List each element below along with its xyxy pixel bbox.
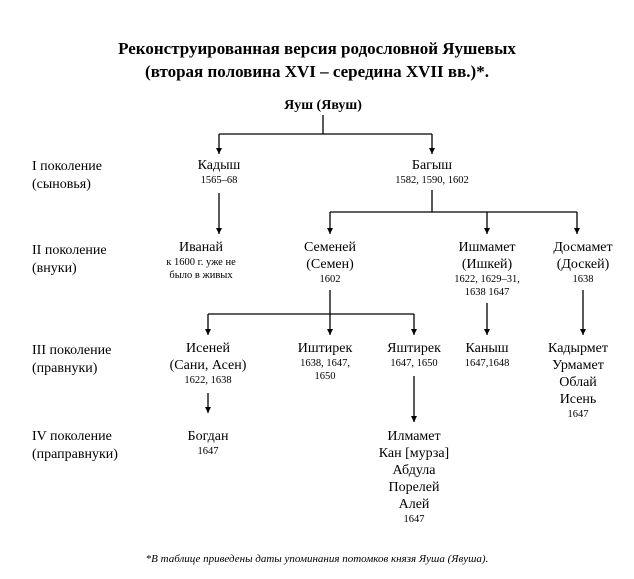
chart-title-line2: (вторая половина XVI – середина XVII вв.… — [145, 62, 489, 81]
node-dates: 1622, 1629–31, — [454, 274, 520, 285]
node-name: Кан [мурза] — [378, 446, 450, 461]
generation-label-3: III поколение (правнуки) — [32, 342, 111, 378]
node-name: Каныш — [465, 341, 509, 356]
node-dates: 1647,1648 — [464, 358, 510, 369]
generation-title: III поколение — [32, 343, 112, 358]
generation-subtitle: (внуки) — [32, 261, 77, 276]
node-note: было в живых — [169, 270, 233, 281]
node-bagysh: Багыш 1582, 1590, 1602 — [395, 157, 469, 187]
node-name: Абдула — [392, 463, 436, 478]
node-name: Исеней — [186, 341, 230, 356]
generation-subtitle: (сыновья) — [32, 177, 91, 192]
node-name: Илмамет — [387, 429, 441, 444]
generation-subtitle: (правнуки) — [32, 361, 98, 376]
node-name: Урмамет — [552, 358, 604, 373]
node-dates: 1638, 1647, — [300, 358, 350, 369]
node-dates: 1647 — [197, 446, 219, 457]
node-name: Багыш — [411, 158, 453, 173]
node-dates: 1638 — [572, 274, 594, 285]
node-kanysh: Каныш 1647,1648 — [465, 340, 510, 370]
node-dates: 1565–68 — [200, 175, 238, 186]
node-name: Иштирек — [297, 341, 353, 356]
node-dates: 1638 1647 — [464, 287, 510, 298]
node-name: Алей — [398, 497, 430, 512]
node-name: Исень — [559, 392, 597, 407]
generation-title: IV поколение — [32, 429, 112, 444]
node-name: Кадыш — [197, 158, 241, 173]
chart-title-line1: Реконструированная версия родословной Яу… — [118, 39, 516, 58]
node-iseney: Исеней (Сани, Асен) 1622, 1638 — [170, 340, 247, 387]
generation-label-2: II поколение (внуки) — [32, 242, 107, 278]
node-ivanay: Иванай к 1600 г. уже не было в живых — [166, 239, 236, 282]
node-dates: 1647 — [567, 409, 589, 420]
generation-label-1: I поколение (сыновья) — [32, 158, 102, 194]
node-kadyrmet-group: Кадырмет Урмамет Облай Исень 1647 — [548, 340, 608, 421]
node-dosmamet: Досмамет (Доскей) 1638 — [553, 239, 612, 286]
node-name: Ишмамет — [458, 240, 516, 255]
node-name: Яуш (Явуш) — [284, 98, 362, 113]
generation-title: I поколение — [32, 159, 102, 174]
footnote: *В таблице приведены даты упоминания пот… — [145, 553, 489, 565]
node-dates: 1647 — [403, 514, 425, 525]
node-name: Кадырмет — [548, 341, 608, 356]
generation-title: II поколение — [32, 243, 107, 258]
node-dates: 1602 — [319, 274, 341, 285]
node-kadysh: Кадыш 1565–68 — [198, 157, 241, 187]
node-note: к 1600 г. уже не — [166, 257, 236, 268]
node-bogdan: Богдан 1647 — [188, 428, 229, 458]
node-dates: 1582, 1590, 1602 — [395, 175, 469, 186]
node-name: Семеней — [304, 240, 356, 255]
node-dates: 1622, 1638 — [184, 375, 232, 386]
node-ilmamet-group: Илмамет Кан [мурза] Абдула Порелей Алей … — [379, 428, 449, 526]
node-yashtirek: Яштирек 1647, 1650 — [387, 340, 441, 370]
node-alt-name: (Доскей) — [556, 257, 610, 272]
node-ishtirek: Иштирек 1638, 1647, 1650 — [298, 340, 353, 383]
node-alt-name: (Сани, Асен) — [169, 358, 247, 373]
node-name: Яштирек — [387, 341, 441, 356]
node-semeney: Семеней (Семен) 1602 — [304, 239, 356, 286]
node-dates: 1650 — [314, 371, 336, 382]
node-alt-name: (Ишкей) — [461, 257, 513, 272]
node-ishmamet: Ишмамет (Ишкей) 1622, 1629–31, 1638 1647 — [454, 239, 520, 299]
generation-label-4: IV поколение (праправнуки) — [32, 428, 118, 464]
generation-subtitle: (праправнуки) — [32, 447, 118, 462]
node-name: Порелей — [388, 480, 440, 495]
node-name: Досмамет — [553, 240, 613, 255]
node-name: Иванай — [179, 240, 223, 255]
node-dates: 1647, 1650 — [390, 358, 438, 369]
node-alt-name: (Семен) — [306, 257, 354, 272]
node-name: Облай — [559, 375, 597, 390]
node-root: Яуш (Явуш) — [284, 97, 362, 114]
node-name: Богдан — [187, 429, 229, 444]
